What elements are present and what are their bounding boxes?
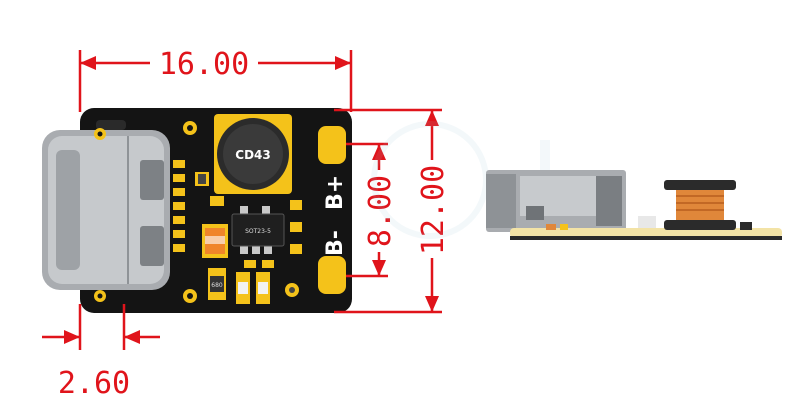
side-board bbox=[510, 228, 782, 238]
pad-b-plus bbox=[318, 126, 346, 164]
label-b-plus: B+ bbox=[323, 175, 348, 210]
label-b-minus: B- bbox=[323, 230, 348, 256]
dim-offset-label: 2.60 bbox=[58, 366, 130, 401]
side-coil bbox=[664, 180, 736, 230]
board-notch bbox=[96, 120, 126, 130]
inductor-cd43: CD43 bbox=[214, 114, 292, 194]
pad-b-minus bbox=[318, 256, 346, 294]
dimension-arrows bbox=[64, 56, 439, 344]
pcb-top-view: CD43 SOT23-5 680 bbox=[42, 108, 352, 313]
inductor-label: CD43 bbox=[235, 148, 270, 162]
tantalum-capacitor bbox=[202, 224, 228, 258]
dim-height-label: 12.00 bbox=[416, 165, 451, 255]
ic-label: SOT23-5 bbox=[245, 228, 271, 235]
dim-pitch-label: 8.00 bbox=[363, 175, 398, 247]
dimension-labels: 16.00 12.00 8.00 2.60 bbox=[58, 47, 451, 401]
dim-width-label: 16.00 bbox=[159, 47, 249, 82]
pad-array bbox=[173, 160, 302, 254]
bottom-components: 680 bbox=[208, 260, 274, 304]
ic-sot23: SOT23-5 bbox=[231, 206, 285, 254]
usb-c-connector bbox=[42, 130, 170, 290]
battery-pads: B+ B- bbox=[318, 126, 348, 294]
dimension-lines bbox=[42, 50, 442, 350]
pcb-side-view bbox=[486, 170, 782, 240]
cap-label: 680 bbox=[211, 282, 223, 289]
